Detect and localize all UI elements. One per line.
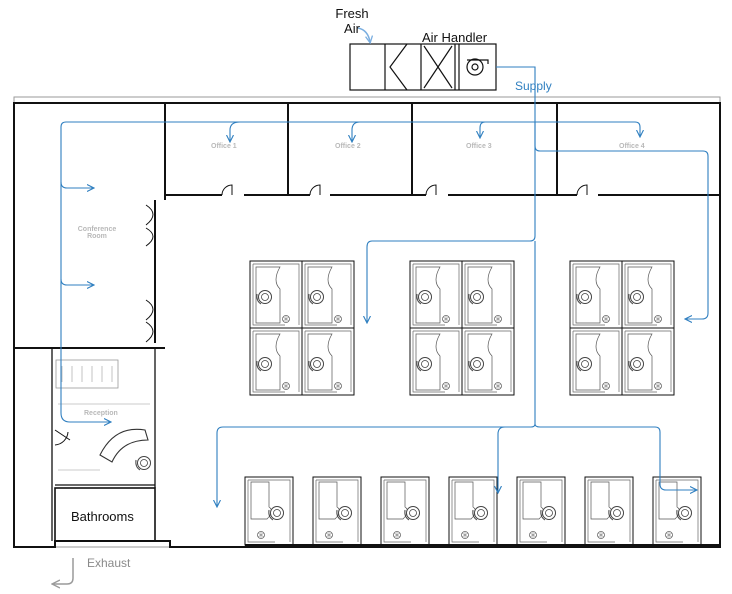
conference-doors <box>145 204 154 343</box>
reception-walls <box>51 348 156 541</box>
air-handler-label: Air Handler <box>422 30 488 45</box>
reception-chair <box>135 456 151 471</box>
bathrooms-label: Bathrooms <box>71 509 134 524</box>
exterior-walls <box>13 102 721 548</box>
reception-door <box>54 429 71 446</box>
supply-label: Supply <box>515 79 552 93</box>
fresh-air-label: Fresh Air <box>335 6 369 36</box>
supply-duct-network <box>60 66 709 506</box>
fresh-air-arrow <box>357 27 370 42</box>
exhaust-arrow <box>53 558 74 584</box>
conference-table <box>55 359 119 389</box>
cubicle-row-bottom <box>245 477 701 545</box>
conference-room-label: Conference Room <box>77 226 117 241</box>
cubicle-cluster-left <box>250 261 354 395</box>
office-1-label: Office 1 <box>211 143 237 150</box>
reception-desk <box>99 428 149 463</box>
exhaust-label: Exhaust <box>87 556 131 570</box>
office-doors <box>221 184 588 196</box>
cubicle-cluster-right <box>570 261 674 395</box>
conference-walls <box>14 195 166 349</box>
office-3-label: Office 3 <box>466 143 492 150</box>
office-walls <box>164 103 720 196</box>
reception-label: Reception <box>84 410 118 417</box>
cubicle-cluster-middle <box>410 261 514 395</box>
reception-partition <box>58 403 150 471</box>
office-2-label: Office 2 <box>335 143 361 150</box>
office-4-label: Office 4 <box>619 143 645 150</box>
bathrooms-room <box>54 487 156 542</box>
air-handler-unit <box>349 43 497 91</box>
conference-chairs <box>61 366 113 382</box>
